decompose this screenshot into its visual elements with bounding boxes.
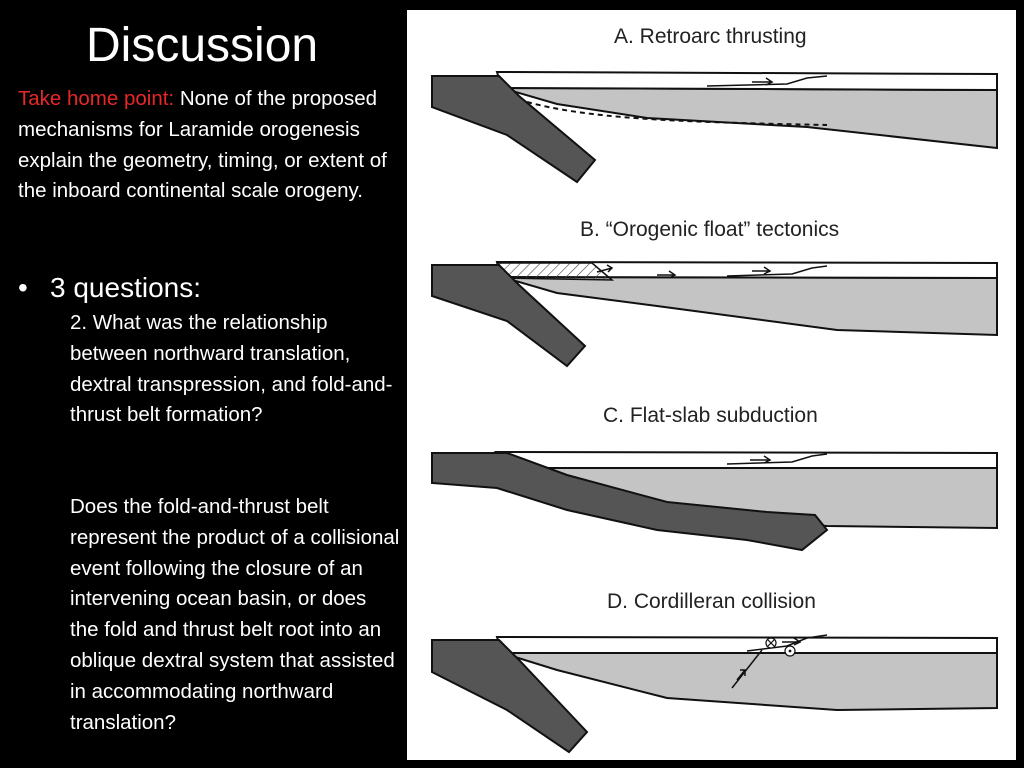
panel-b-thrust-fault bbox=[726, 265, 828, 277]
panel-b: B. “Orogenic float” tectonics bbox=[431, 218, 998, 368]
panel-a-decollement bbox=[526, 101, 828, 126]
panel-a-title: A. Retroarc thrusting bbox=[614, 25, 807, 48]
tectonic-models-figure: A. Retroarc thrusting B. “Orogenic float… bbox=[407, 10, 1016, 760]
question-2-text: 2. What was the relationship between nor… bbox=[70, 311, 393, 427]
panel-b-slab bbox=[431, 264, 587, 368]
panel-a-slab bbox=[431, 75, 597, 184]
panel-d-oblique-fault bbox=[731, 649, 763, 689]
panel-b-title: B. “Orogenic float” tectonics bbox=[580, 218, 839, 241]
panel-d: D. Cordilleran collision bbox=[431, 590, 998, 754]
bullet-questions: • 3 questions: bbox=[18, 271, 201, 305]
bullet-heading: 3 questions: bbox=[50, 272, 201, 303]
panel-a-thrust-fault bbox=[706, 75, 828, 87]
tectonic-models-svg: A. Retroarc thrusting B. “Orogenic float… bbox=[431, 25, 998, 754]
bullet-dot: • bbox=[18, 272, 28, 303]
panel-a-crust bbox=[495, 70, 998, 92]
out-of-page-icon bbox=[784, 645, 796, 657]
panel-b-arrow-right bbox=[752, 266, 772, 275]
panel-c-thrust-arrow bbox=[750, 455, 772, 464]
question-followup-text: Does the fold-and-thrust belt represent … bbox=[70, 495, 400, 734]
slide-title: Discussion bbox=[86, 19, 319, 72]
panel-b-hatched-wedge bbox=[495, 262, 615, 281]
panel-c-thrust-fault bbox=[726, 453, 828, 465]
panel-c-crust bbox=[493, 450, 998, 469]
panel-b-lithosphere bbox=[501, 276, 998, 337]
panel-c: C. Flat-slab subduction bbox=[431, 404, 998, 552]
panel-a-thrust-arrow bbox=[752, 77, 774, 86]
panel-b-arrow-mid bbox=[657, 270, 677, 279]
panel-a: A. Retroarc thrusting bbox=[431, 25, 998, 184]
panel-d-lithosphere bbox=[501, 652, 998, 712]
take-home-label: Take home point: bbox=[18, 87, 175, 110]
take-home-paragraph: Take home point: None of the proposed me… bbox=[18, 84, 403, 207]
panel-b-arrow-left bbox=[596, 264, 614, 273]
into-page-icon bbox=[765, 637, 777, 649]
panel-d-fault-arrow bbox=[736, 669, 746, 681]
panel-d-thrust-arrow bbox=[782, 637, 802, 646]
panel-d-title: D. Cordilleran collision bbox=[607, 590, 816, 613]
panel-d-slab bbox=[431, 639, 589, 754]
take-home-text: None of the proposed mechanisms for Lara… bbox=[18, 87, 387, 203]
panel-a-lithosphere bbox=[501, 87, 998, 150]
panel-c-title: C. Flat-slab subduction bbox=[603, 404, 818, 427]
panel-c-flat-slab bbox=[431, 452, 829, 552]
